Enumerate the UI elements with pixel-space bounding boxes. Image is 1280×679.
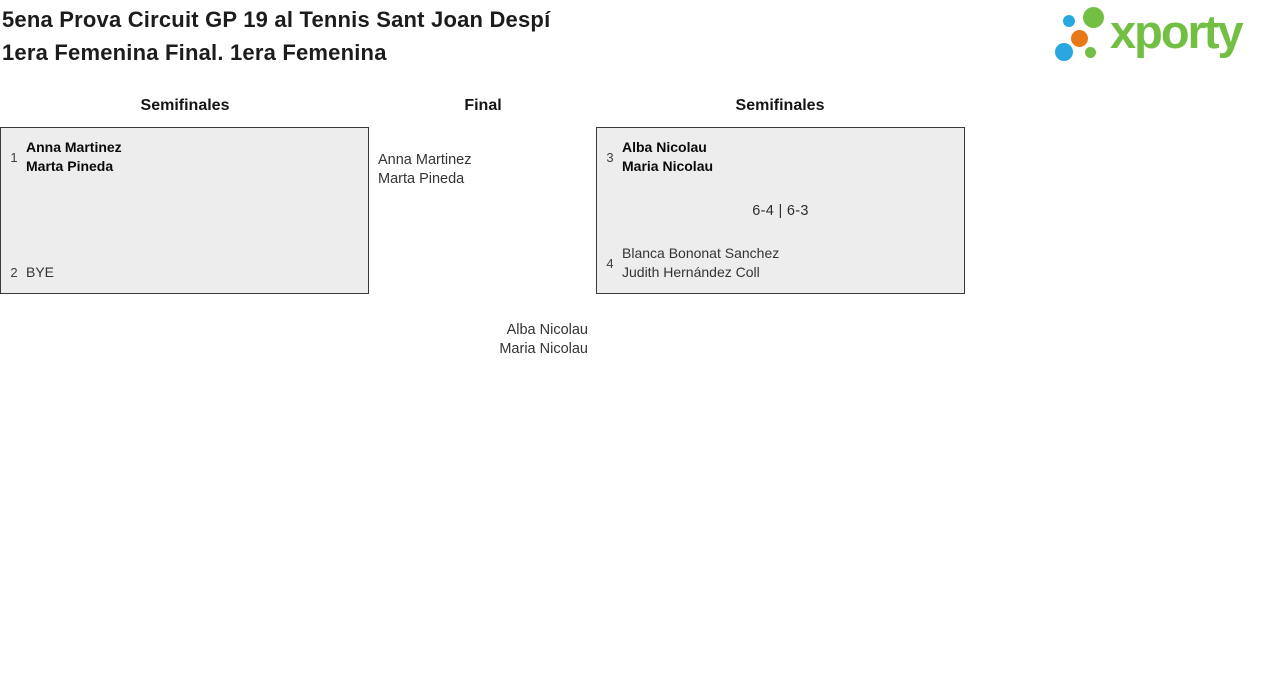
player-name: Marta Pineda: [378, 171, 465, 187]
logo-dot-icon: [1085, 47, 1096, 58]
match-score: 6-4 | 6-3: [752, 203, 809, 219]
seed-number: 1: [10, 149, 18, 165]
logo-dot-icon: [1055, 43, 1073, 61]
round-header-semifinals-right: Semifinales: [735, 97, 825, 114]
seed-number: 2: [10, 265, 18, 280]
final-team-top: Anna Martinez Marta Pineda: [378, 151, 472, 189]
player-name: Blanca Bononat Sanchez: [622, 245, 780, 261]
logo-wordmark: xporty: [1110, 5, 1244, 58]
final-team-bottom: Alba Nicolau Maria Nicolau: [388, 321, 588, 359]
logo-dot-icon: [1063, 15, 1075, 27]
page-title-line1: 5ena Prova Circuit GP 19 al Tennis Sant …: [2, 7, 551, 32]
team-seed-1: 1 Anna Martinez Marta Pineda: [9, 138, 122, 176]
logo-dot-icon: [1071, 30, 1088, 47]
player-name: Alba Nicolau: [506, 322, 588, 338]
player-name: Alba Nicolau: [622, 139, 707, 155]
page-title: 5ena Prova Circuit GP 19 al Tennis Sant …: [2, 3, 550, 69]
xporty-logo[interactable]: xporty: [1050, 5, 1280, 69]
team-seed-4: 4 Blanca Bononat Sanchez Judith Hernánde…: [605, 244, 779, 282]
match-box-semifinal-left[interactable]: 1 Anna Martinez Marta Pineda 2 BYE: [0, 127, 369, 294]
seed-number: 4: [606, 255, 614, 271]
player-name: Anna Martinez: [378, 152, 472, 168]
player-name: Maria Nicolau: [622, 158, 714, 174]
team-seed-3: 3 Alba Nicolau Maria Nicolau: [605, 138, 713, 176]
player-name: Anna Martinez: [26, 139, 122, 155]
page-title-line2: 1era Femenina Final. 1era Femenina: [2, 40, 387, 65]
seed-number: 3: [606, 149, 614, 165]
player-name: Maria Nicolau: [499, 341, 588, 357]
match-box-semifinal-right[interactable]: 3 Alba Nicolau Maria Nicolau 6-4 | 6-3 4…: [596, 127, 965, 294]
round-header-semifinals-left: Semifinales: [140, 97, 230, 114]
logo-dot-icon: [1083, 7, 1104, 28]
player-name: BYE: [26, 264, 55, 280]
player-name: Judith Hernández Coll: [622, 264, 760, 280]
team-seed-2: 2 BYE: [9, 263, 54, 282]
player-name: Marta Pineda: [26, 158, 114, 174]
round-header-final: Final: [464, 97, 502, 114]
